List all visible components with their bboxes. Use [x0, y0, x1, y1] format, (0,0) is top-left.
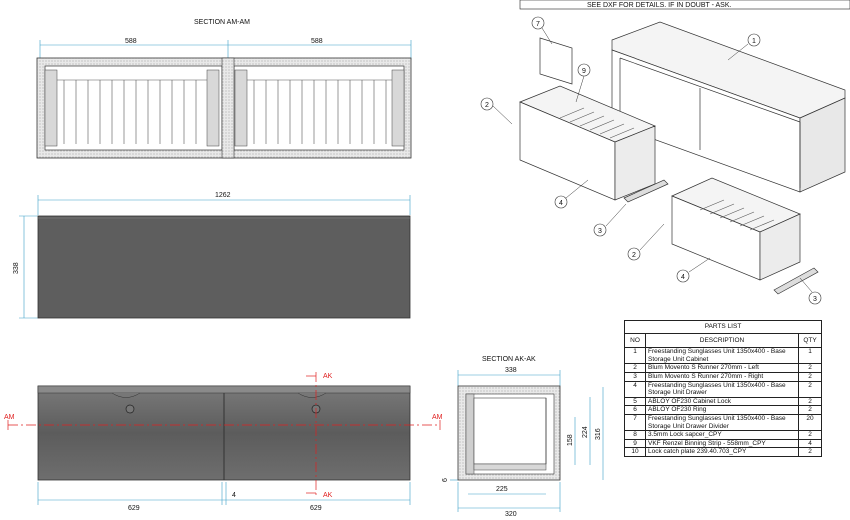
part-desc: ABLOY OF230 Cabinet Lock	[645, 396, 799, 407]
section-ak-body	[457, 385, 561, 481]
part-desc: Freestanding Sunglasses Unit 1350x400 - …	[645, 413, 799, 432]
marker-am-left: AM	[4, 414, 15, 421]
callout-2b: 2	[632, 252, 636, 259]
section-ak-dim-320: 320	[505, 511, 517, 518]
section-am-dividers	[57, 79, 392, 144]
part-qty: 2	[798, 447, 822, 457]
header-note-box	[519, 0, 850, 10]
parts-header-no: NO	[624, 332, 646, 349]
marker-ak-top: AK	[323, 373, 333, 380]
header-note: SEE DXF FOR DETAILS. IF IN DOUBT - ASK.	[587, 2, 731, 9]
part-qty: 20	[798, 413, 822, 432]
part-desc: Blum Movento S Runner 270mm - Right	[645, 371, 799, 382]
part-no: 1	[624, 347, 646, 365]
bottom-view-dim-gap: 4	[232, 492, 236, 499]
exploded-dividers	[559, 107, 775, 231]
callout-3b: 3	[813, 296, 817, 303]
callout-4b: 4	[681, 274, 685, 281]
section-ak-dim-225: 225	[496, 486, 508, 493]
section-ak-dim-top: 338	[505, 367, 517, 374]
part-qty: 2	[798, 430, 822, 440]
callout-leaders	[492, 27, 813, 293]
section-ak-title: SECTION AK-AK	[482, 356, 536, 363]
part-no: 9	[624, 438, 646, 449]
part-desc: Blum Movento S Runner 270mm - Left	[645, 363, 799, 373]
section-ak-dim-224: 224	[582, 426, 589, 438]
part-qty: 4	[798, 438, 822, 449]
part-desc: Lock catch plate 239.40.703_CPY	[645, 447, 799, 457]
part-no: 10	[624, 447, 646, 457]
bottom-view-dim-left: 629	[128, 505, 140, 512]
parts-header-description: DESCRIPTION	[645, 332, 799, 349]
part-desc: ABLOY OF230 Ring	[645, 405, 799, 415]
callout-3a: 3	[598, 228, 602, 235]
part-no: 5	[624, 396, 646, 407]
bottom-view-dimension	[37, 482, 411, 505]
part-qty: 2	[798, 380, 822, 398]
callout-9: 9	[582, 68, 586, 75]
part-desc: Freestanding Sunglasses Unit 1350x400 - …	[645, 347, 799, 365]
bottom-view-panel	[37, 385, 411, 481]
callout-7: 7	[536, 21, 540, 28]
parts-header-qty: QTY	[798, 332, 822, 349]
front-view-dim-width: 1262	[215, 192, 231, 199]
part-desc: Freestanding Sunglasses Unit 1350x400 - …	[645, 380, 799, 398]
part-qty: 2	[798, 371, 822, 382]
callout-2a: 2	[485, 102, 489, 109]
part-desc: VKF Renzel Binning Strip - 558mm_CPY	[645, 438, 799, 449]
part-desc: 3.5mm Lock sapcer_CPY	[645, 430, 799, 440]
front-view-panel	[37, 215, 411, 319]
callout-4a: 4	[559, 200, 563, 207]
callout-1: 1	[752, 38, 756, 45]
part-qty: 2	[798, 405, 822, 415]
part-no: 8	[624, 430, 646, 440]
section-am-dim-right: 588	[311, 38, 323, 45]
part-no: 3	[624, 371, 646, 382]
section-ak-dim-6: 6	[442, 478, 449, 482]
section-am-dim-left: 588	[125, 38, 137, 45]
section-ak-dim-158: 158	[567, 434, 574, 446]
section-am-cabinet	[36, 57, 412, 159]
part-no: 4	[624, 380, 646, 398]
part-qty: 2	[798, 363, 822, 373]
lock-left-icon	[125, 404, 135, 414]
section-am-dimension	[39, 40, 412, 60]
marker-ak-bottom: AK	[323, 492, 333, 499]
section-lines	[7, 372, 441, 498]
front-view-dim-height: 338	[13, 262, 20, 274]
section-am-title: SECTION AM-AM	[194, 19, 250, 26]
parts-list-title: PARTS LIST	[624, 320, 822, 334]
bottom-view-dim-right: 629	[310, 505, 322, 512]
section-ak-dims	[450, 370, 604, 512]
part-qty: 1	[798, 347, 822, 365]
part-qty: 2	[798, 396, 822, 407]
exploded-view	[519, 21, 846, 295]
part-no: 7	[624, 413, 646, 432]
callout-circles	[480, 16, 822, 305]
part-no: 2	[624, 363, 646, 373]
marker-am-right: AM	[432, 414, 443, 421]
part-no: 6	[624, 405, 646, 415]
front-view-dimension	[19, 195, 411, 319]
section-ak-dim-316: 316	[595, 428, 602, 440]
